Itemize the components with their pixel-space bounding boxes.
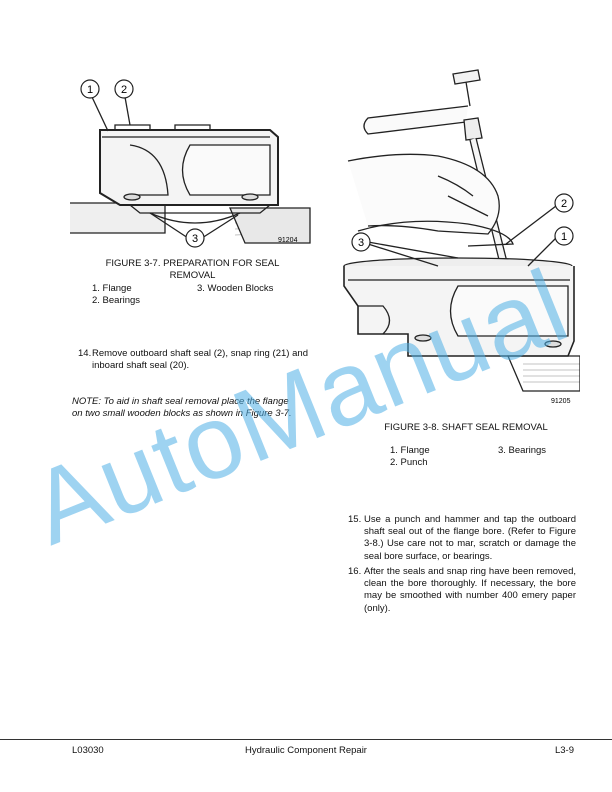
footer-doc-code: L03030 [72, 745, 104, 756]
legend-item-wooden-blocks: 3. Wooden Blocks [197, 283, 274, 294]
footer-section-title: Hydraulic Component Repair [245, 745, 367, 756]
legend-item-bearings: 2. Bearings [92, 295, 141, 306]
step-text: Use a punch and hammer and tap the outbo… [364, 514, 576, 562]
step-text: Remove outboard shaft seal (2), snap rin… [92, 348, 308, 372]
fig37-callout-3: 3 [192, 233, 198, 245]
step-number: 15. [348, 514, 362, 525]
fig37-callout-1: 1 [87, 84, 93, 96]
fig37-callout-2: 2 [121, 84, 127, 96]
figure-3-8-caption: FIGURE 3-8. SHAFT SEAL REMOVAL [384, 422, 548, 433]
caption-line-1: FIGURE 3-7. PREPARATION FOR SEAL [105, 258, 280, 269]
step-15: 15. Use a punch and hammer and tap the o… [348, 514, 576, 563]
figure-3-7-caption: FIGURE 3-7. PREPARATION FOR SEAL REMOVAL [80, 258, 305, 282]
fig38-callout-3: 3 [358, 237, 364, 249]
note-line-2: on two small wooden blocks as shown in F… [72, 408, 292, 419]
legend-item-punch: 2. Punch [390, 457, 428, 468]
step-text: After the seals and snap ring have been … [364, 566, 576, 614]
figure-3-7-illustration: 1 2 3 91204 [70, 79, 311, 248]
figure-3-8-illustration: 1 2 3 91205 [343, 69, 580, 405]
footer-page-number: L3-9 [554, 745, 574, 756]
step-number: 14. [78, 348, 92, 359]
legend-item-flange: 1. Flange [92, 283, 132, 294]
fig38-callout-2: 2 [561, 198, 567, 210]
fig38-part-number: 91205 [551, 398, 571, 405]
fig37-part-number: 91204 [278, 237, 298, 244]
footer-rule [0, 739, 612, 740]
note: NOTE: To aid in shaft seal removal place… [72, 396, 312, 420]
step-number: 16. [348, 566, 362, 577]
legend-item-bearings: 3. Bearings [498, 445, 547, 456]
legend-item-flange: 1. Flange [390, 445, 430, 456]
step-14: 14. Remove outboard shaft seal (2), snap… [78, 348, 308, 372]
caption-line-2: REMOVAL [169, 270, 216, 281]
step-16: 16. After the seals and snap ring have b… [348, 566, 576, 615]
note-line-1: NOTE: To aid in shaft seal removal place… [72, 396, 289, 407]
fig38-callout-1: 1 [561, 231, 567, 243]
